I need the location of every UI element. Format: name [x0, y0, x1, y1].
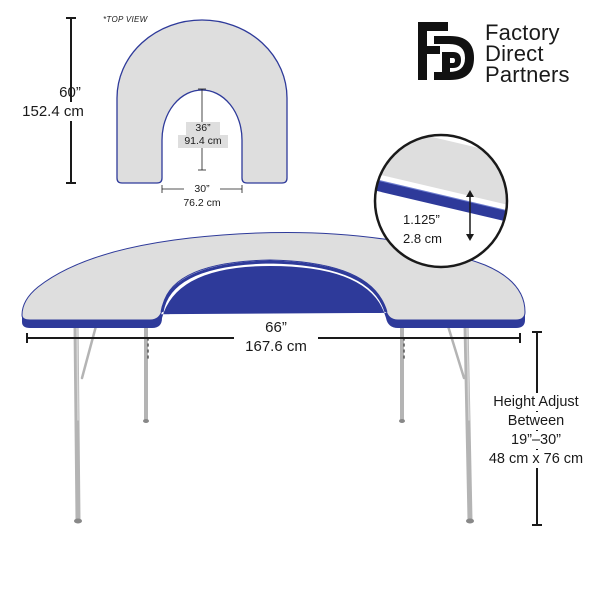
leg-brace-right — [446, 324, 466, 380]
zoom-edge-band — [375, 176, 507, 227]
height-adjust-line2: Between — [482, 412, 590, 430]
thickness-arrow-up-icon — [466, 190, 474, 197]
cutout-depth-cm: 91.4 cm — [178, 135, 228, 148]
height-adjust-line3: 19”–30” — [482, 431, 590, 449]
zoom-circle-border — [373, 133, 509, 269]
cutout-edge-band — [160, 260, 388, 313]
foot-cap-front-left — [74, 518, 82, 524]
table-width-inches: 66” — [255, 318, 297, 337]
edge-thickness-cm: 2.8 cm — [403, 231, 443, 246]
table-edge-band — [22, 266, 525, 328]
edge-thickness-inches: 1.125” — [403, 212, 440, 227]
table-width-cm: 167.6 cm — [234, 337, 318, 356]
foot-cap-rear-right — [399, 419, 405, 423]
brand-name-line2: Direct — [485, 41, 544, 66]
foot-cap-rear-left — [143, 419, 149, 423]
cutout-depth-inches: 36” — [186, 122, 220, 135]
brand-name-line3: Partners — [485, 62, 570, 87]
overall-depth-cm: 152.4 cm — [0, 102, 106, 121]
leg-front-left — [73, 322, 81, 523]
top-view-label: *TOP VIEW — [103, 15, 148, 24]
cutout-width-cm: 76.2 cm — [183, 197, 221, 209]
table-legs — [73, 320, 473, 523]
top-view-horseshoe-shape — [116, 19, 288, 184]
foot-cap-front-right — [466, 518, 474, 524]
height-adjust-line4: 48 cm x 76 cm — [474, 450, 598, 468]
leg-brace-left — [80, 324, 98, 380]
brand-name-line1: Factory — [485, 20, 560, 45]
leg-front-right — [463, 322, 473, 523]
cutout-width-inches: 30” — [184, 183, 220, 196]
thickness-arrow-down-icon — [466, 234, 474, 241]
height-adjust-line1: Height Adjust — [482, 393, 590, 411]
overall-depth-inches: 60” — [59, 84, 81, 101]
